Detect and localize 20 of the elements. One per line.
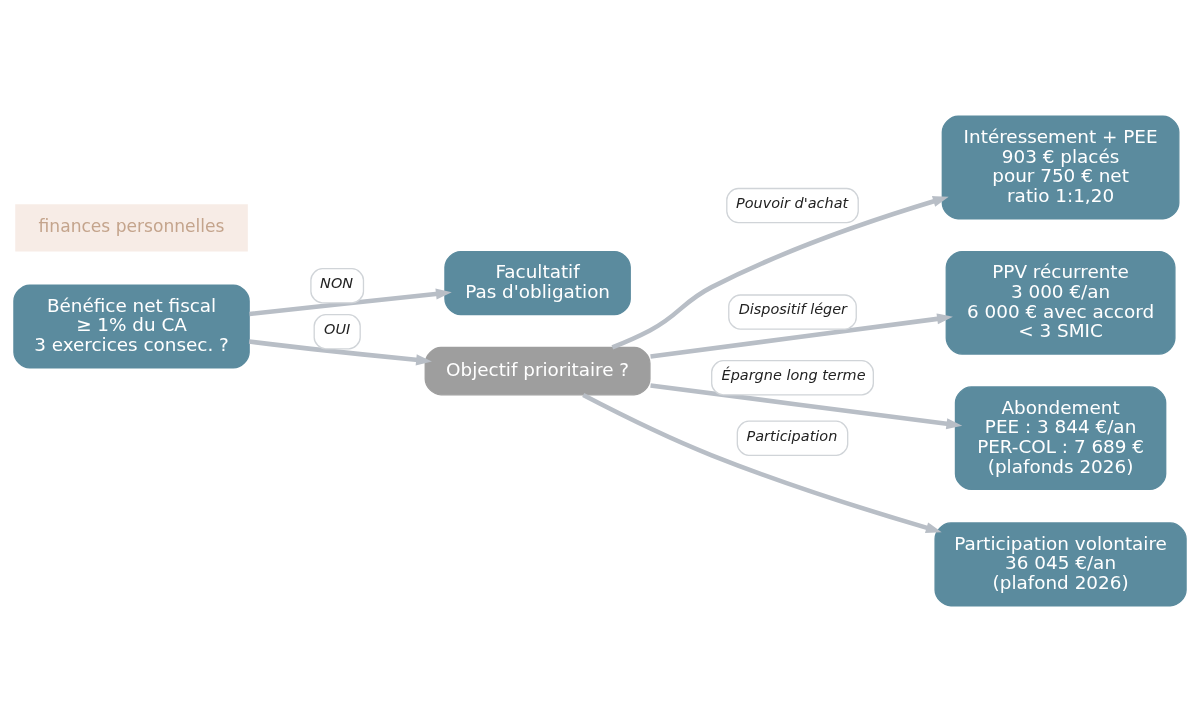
node-box: PPV récurrente 3 000 €/an 6 000 € avec accord < 3 SMIC [945, 250, 1176, 355]
node-box: Intéressement + PEE 903 € placés pour 750 € net ratio 1:1,20 [941, 115, 1180, 219]
edge-label: Épargne long terme [721, 366, 866, 383]
node-box: Bénéfice net fiscal ≥ 1% du CA 3 exercices consec. ? [13, 283, 250, 369]
edge-label: Participation [746, 427, 838, 444]
arrow [650, 382, 963, 429]
arrow [650, 312, 953, 359]
arrow [582, 392, 942, 533]
arrow [611, 195, 949, 349]
arrow [249, 287, 452, 316]
edge-label: Dispositif léger [738, 300, 848, 317]
edge-label: NON [320, 274, 354, 291]
node-box: Participation volontaire 36 045 €/an (plafond 2026) [934, 521, 1187, 606]
node-box: Abondement PEE : 3 844 €/an PER-COL : 7 689 € (plafonds 2026) [954, 385, 1167, 490]
label: finances personnelles [38, 215, 225, 236]
edge-label: Pouvoir d'achat [736, 194, 849, 211]
node-box: Facultatif Pas d'obligation [444, 250, 631, 315]
node-box: Objectif prioritaire ? [424, 346, 651, 395]
arrow [248, 338, 432, 365]
edge-label: OUI [324, 320, 351, 337]
